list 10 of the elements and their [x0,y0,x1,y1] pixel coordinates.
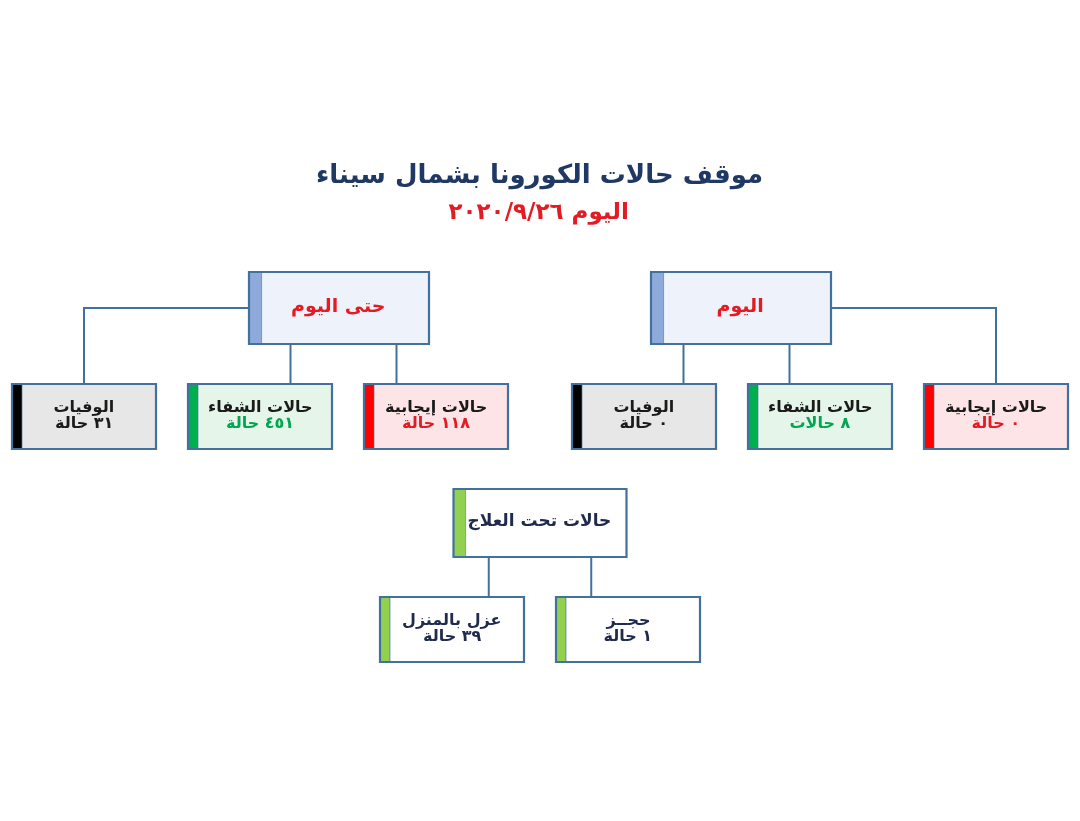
label: اليوم ٢٠٢٠/٩/٢٦ [448,197,629,224]
connector [487,556,490,598]
connector [395,343,398,385]
connector [830,307,997,385]
connector [289,343,292,385]
diagram-title: موقف حالات الكورونا بشمال سيناء [316,158,764,189]
connector [788,343,791,385]
connector [682,343,685,385]
connector [590,556,593,598]
connector [83,307,250,385]
